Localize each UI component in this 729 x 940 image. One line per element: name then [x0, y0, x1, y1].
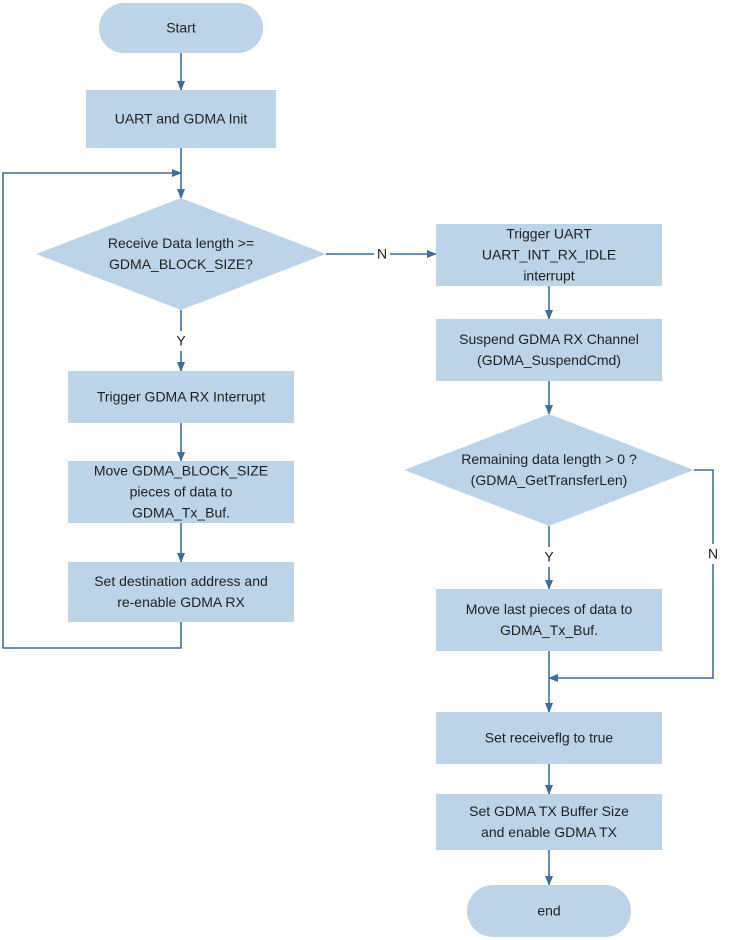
- process-shape: [68, 461, 294, 523]
- node-label: Set receiveflg to true: [485, 730, 614, 746]
- node-label: UART_INT_RX_IDLE: [482, 247, 616, 263]
- node-label: pieces of data to: [130, 484, 233, 500]
- node-label: Set GDMA TX Buffer Size: [469, 803, 629, 819]
- process-shape: [86, 90, 276, 148]
- node-label: Move last pieces of data to: [466, 601, 633, 617]
- edge-set_dest-to-check_len: [2, 169, 182, 649]
- node-label: interrupt: [523, 268, 574, 284]
- node-set-flag: Set receiveflg to true: [436, 712, 662, 764]
- node-label: Suspend GDMA RX Channel: [459, 331, 639, 347]
- edge-remaining-to-set_flag: [548, 469, 714, 682]
- node-set-dest: Set destination address and re-enable GDM…: [68, 562, 294, 622]
- node-trigger-uart: Trigger UART UART_INT_RX_IDLE interrupt: [436, 224, 662, 286]
- node-init: UART and GDMA Init: [86, 90, 276, 148]
- node-check-len: Receive Data length >= GDMA_BLOCK_SIZE?: [36, 198, 326, 310]
- process-shape: [436, 794, 662, 850]
- node-label: (GDMA_SuspendCmd): [477, 352, 621, 368]
- process-shape: [436, 224, 662, 286]
- node-label: and enable GDMA TX: [481, 824, 618, 840]
- node-label: Trigger UART: [506, 226, 592, 242]
- edge-label: N: [377, 246, 387, 262]
- edge-label: N: [708, 546, 718, 562]
- node-start: Start: [99, 3, 263, 53]
- process-shape: [436, 712, 662, 764]
- node-label: GDMA_Tx_Buf.: [500, 622, 598, 638]
- edge-label-background: [173, 331, 189, 351]
- node-label: Trigger GDMA RX Interrupt: [97, 389, 265, 405]
- process-shape: [436, 589, 662, 651]
- node-label: Move GDMA_BLOCK_SIZE: [94, 463, 268, 479]
- edge-label: Y: [544, 549, 554, 565]
- node-label: re-enable GDMA RX: [117, 594, 245, 610]
- edge-label-background: [541, 547, 557, 567]
- node-label: GDMA_Tx_Buf.: [132, 505, 230, 521]
- node-set-tx: Set GDMA TX Buffer Size and enable GDMA T…: [436, 794, 662, 850]
- node-label: Start: [166, 20, 196, 36]
- process-shape: [68, 371, 294, 423]
- node-remaining: Remaining data length > 0 ? (GDMA_GetTran…: [404, 414, 694, 526]
- node-move-last: Move last pieces of data to GDMA_Tx_Buf.: [436, 589, 662, 651]
- edge-label: Y: [176, 333, 186, 349]
- node-label: Remaining data length > 0 ?: [461, 451, 637, 467]
- node-end: end: [467, 885, 631, 937]
- process-shape: [68, 562, 294, 622]
- edge-label-background: [705, 544, 721, 564]
- node-trigger-rx-int: Trigger GDMA RX Interrupt: [68, 371, 294, 423]
- process-shape: [436, 319, 662, 381]
- decision-shape: [36, 198, 326, 310]
- node-label: (GDMA_GetTransferLen): [471, 472, 628, 488]
- node-label: end: [537, 903, 560, 919]
- terminal-shape: [467, 885, 631, 937]
- edge-label-background: [374, 244, 390, 264]
- terminal-shape: [99, 3, 263, 53]
- decision-shape: [404, 414, 694, 526]
- node-label: GDMA_BLOCK_SIZE?: [109, 256, 253, 272]
- node-label: Set destination address and: [94, 573, 268, 589]
- node-label: UART and GDMA Init: [115, 111, 248, 127]
- node-label: Receive Data length >=: [108, 235, 254, 251]
- node-suspend: Suspend GDMA RX Channel (GDMA_SuspendCmd): [436, 319, 662, 381]
